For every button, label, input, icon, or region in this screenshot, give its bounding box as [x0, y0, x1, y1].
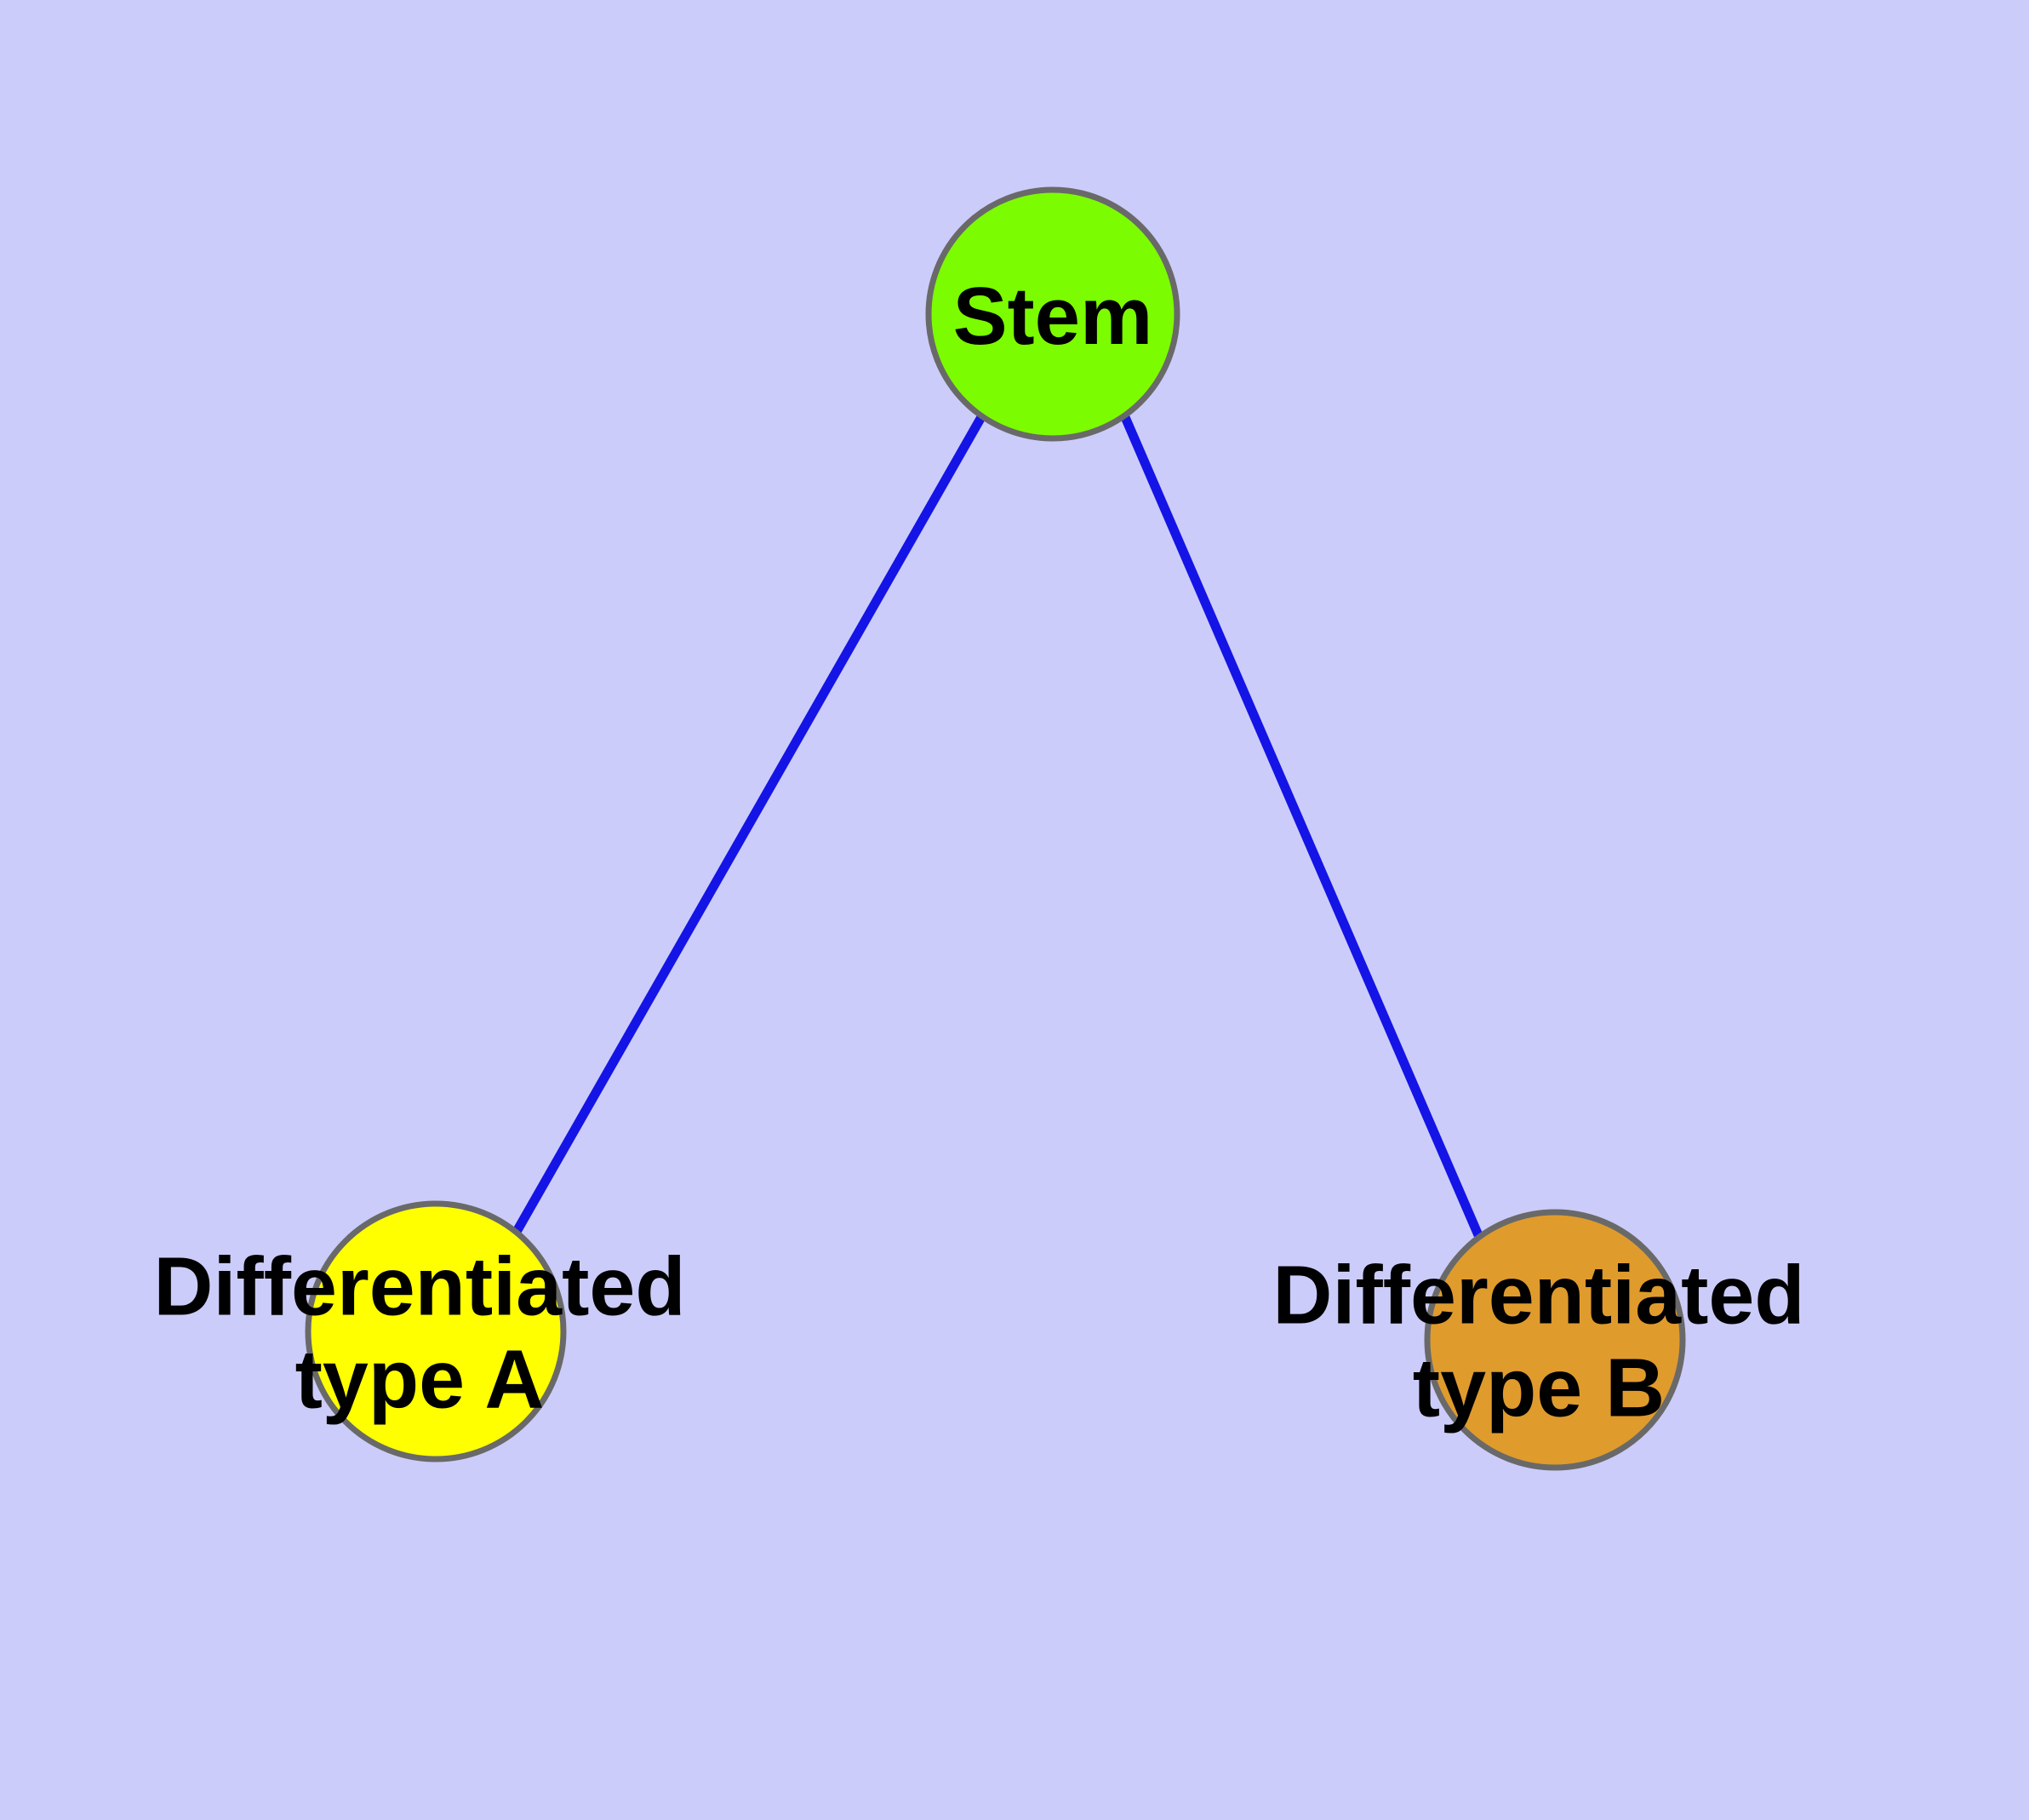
node-circle-diff_a[interactable] — [305, 1200, 567, 1462]
node-circle-diff_b[interactable] — [1424, 1209, 1686, 1471]
edge-stem-diff-a — [510, 415, 986, 1239]
edges-layer — [510, 415, 1483, 1239]
nodes-layer — [305, 186, 1686, 1471]
edge-stem-diff-b — [1120, 415, 1483, 1238]
node-circle-stem[interactable] — [925, 186, 1180, 442]
